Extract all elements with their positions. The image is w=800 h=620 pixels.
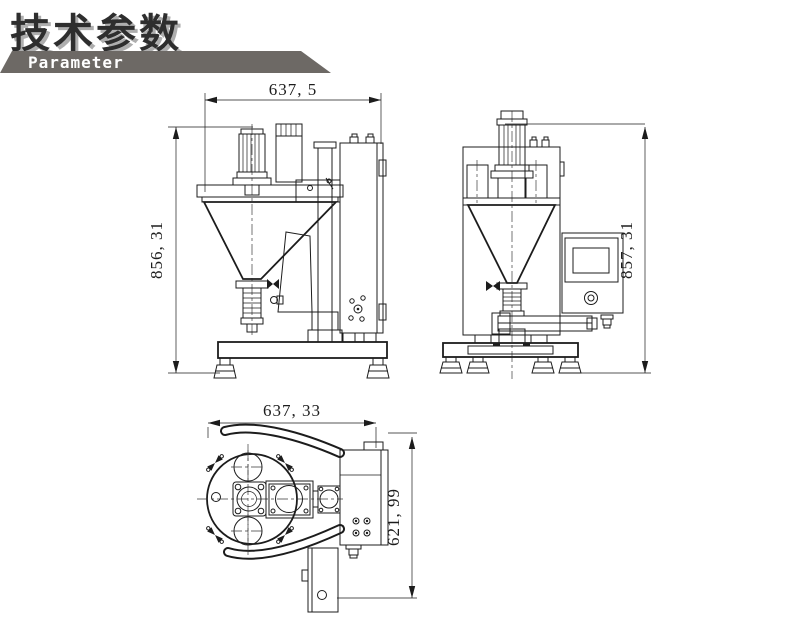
dim-front-height-label: 857, 31 bbox=[617, 221, 636, 279]
header-banner: Parameter bbox=[0, 51, 331, 73]
top-view-machine bbox=[197, 423, 389, 613]
banner-label: Parameter bbox=[28, 53, 124, 72]
front-view-drawing: 857, 31 bbox=[439, 110, 651, 379]
front-view-machine bbox=[439, 110, 624, 379]
dim-side-width-label: 637, 5 bbox=[269, 80, 318, 99]
top-view-dimensions: 637, 33 621, 99 bbox=[207, 401, 417, 599]
side-view-machine bbox=[196, 123, 390, 379]
dim-top-height-label: 621, 99 bbox=[384, 488, 403, 546]
top-view-drawing: 637, 33 621, 99 bbox=[197, 401, 417, 613]
dim-side-height-label: 856, 31 bbox=[147, 221, 166, 279]
side-view-dimensions: 637, 5 856, 31 bbox=[147, 80, 382, 374]
dim-top-width-label: 637, 33 bbox=[263, 401, 321, 420]
page-title: 技术参数 bbox=[10, 12, 182, 56]
side-view-drawing: 637, 5 856, 31 bbox=[147, 80, 390, 379]
front-view-dimensions: 857, 31 bbox=[505, 123, 651, 374]
